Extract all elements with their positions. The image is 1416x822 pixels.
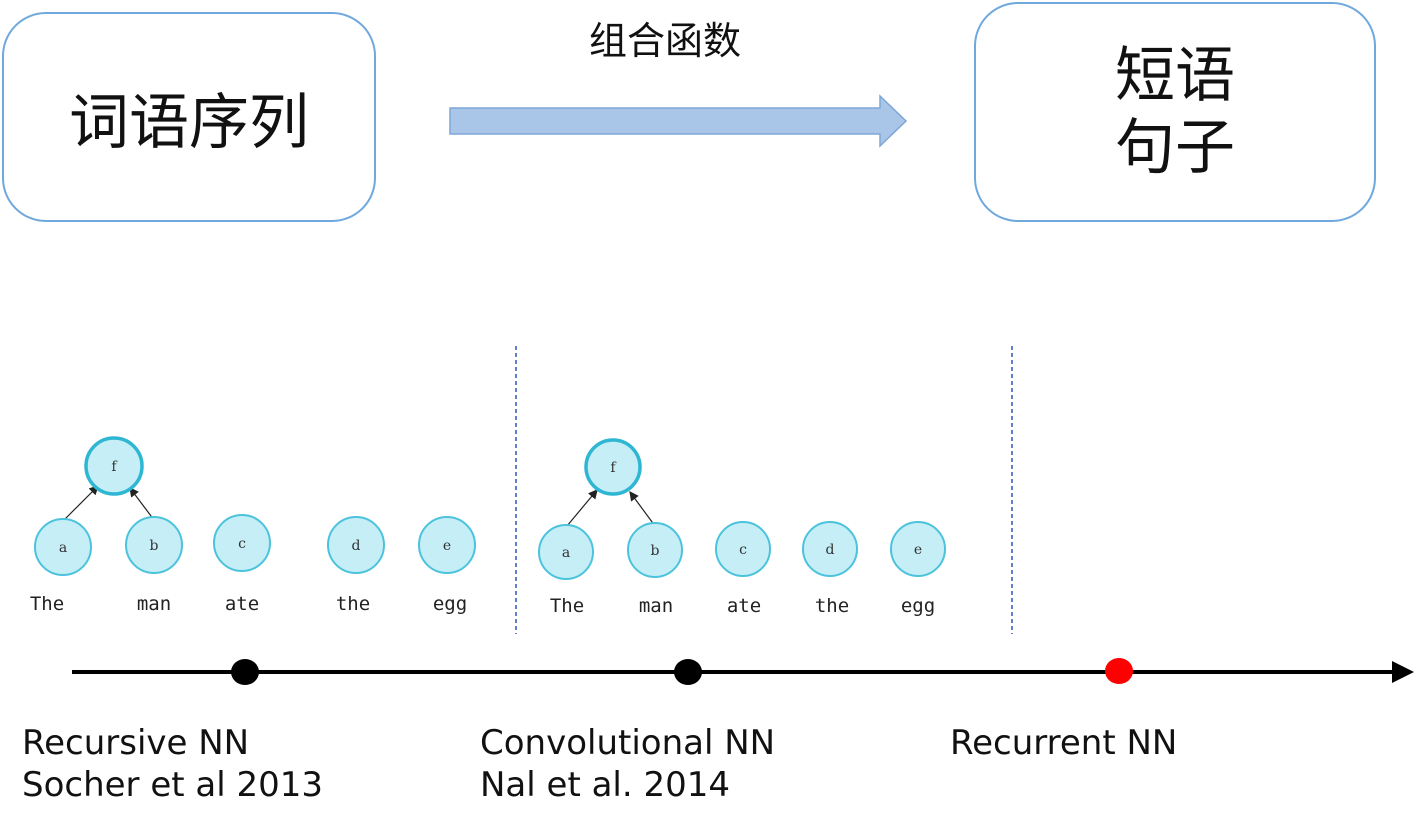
input-sequence-label: 词语序列	[69, 87, 309, 158]
model-citation-recursive: Socher et al 2013	[22, 765, 324, 805]
node-a	[34, 518, 92, 576]
node-e-2-label: e	[914, 542, 922, 558]
combination-arrow	[449, 94, 908, 148]
node-b	[125, 516, 183, 574]
edge-b-f	[129, 487, 155, 521]
word-egg-2: egg	[901, 595, 935, 617]
node-f-2-label: f	[610, 460, 617, 476]
edge-b-f-2	[629, 491, 656, 527]
word-ate-2: ate	[727, 595, 761, 617]
model-name-recurrent: Recurrent NN	[950, 723, 1178, 763]
timeline-dot-recurrent	[1105, 658, 1133, 684]
node-c-2	[715, 521, 771, 577]
combination-function-label: 组合函数	[588, 19, 741, 63]
node-c	[213, 514, 271, 572]
node-c-2-label: c	[739, 542, 747, 558]
word-the-4: the	[815, 595, 849, 617]
timeline	[72, 658, 1414, 685]
node-e-2	[890, 521, 946, 577]
model-name-convolutional: Convolutional NN	[480, 723, 776, 763]
model-name-recursive: Recursive NN	[22, 723, 250, 763]
word-man-1: man	[137, 593, 171, 615]
node-d-2-label: d	[826, 542, 835, 558]
node-f	[84, 436, 144, 496]
word-man-2: man	[639, 595, 673, 617]
timeline-dot-recursive	[231, 659, 259, 685]
timeline-dot-convolutional	[674, 659, 702, 685]
output-line-sentence: 句子	[1115, 113, 1235, 183]
model-citation-convolutional: Nal et al. 2014	[480, 765, 731, 805]
node-d-label: d	[352, 538, 361, 554]
model-label-convolutional: Convolutional NN Nal et al. 2014	[480, 722, 775, 806]
output-phrase-box: 短语 句子	[974, 2, 1376, 222]
output-line-phrase: 短语	[1115, 41, 1235, 111]
word-the-1: The	[30, 593, 64, 615]
node-e-label: e	[443, 538, 451, 554]
node-f-2	[584, 438, 642, 496]
node-b-2-label: b	[651, 543, 660, 559]
node-f-label: f	[111, 459, 118, 475]
word-the-2: the	[336, 593, 370, 615]
node-c-label: c	[238, 536, 246, 552]
node-d-2	[802, 521, 858, 577]
node-b-2	[627, 522, 683, 578]
node-a-label: a	[59, 540, 67, 556]
node-e	[418, 516, 476, 574]
convolutional-panel: f a b c d e The man ate the egg	[538, 438, 946, 617]
word-the-3: The	[550, 595, 584, 617]
node-d	[327, 516, 385, 574]
word-ate-1: ate	[225, 593, 259, 615]
recursive-panel: f a b c d e The man ate the egg	[30, 436, 476, 615]
node-a-2	[538, 524, 594, 580]
node-a-2-label: a	[562, 545, 570, 561]
edge-a-f	[63, 485, 99, 521]
timeline-arrowhead	[1392, 661, 1414, 683]
edge-a-f-2	[566, 489, 598, 527]
model-label-recursive: Recursive NN Socher et al 2013	[22, 722, 323, 806]
node-b-label: b	[150, 538, 159, 554]
word-egg-1: egg	[433, 593, 467, 615]
model-label-recurrent: Recurrent NN	[950, 722, 1177, 764]
input-sequence-box: 词语序列	[2, 12, 376, 222]
